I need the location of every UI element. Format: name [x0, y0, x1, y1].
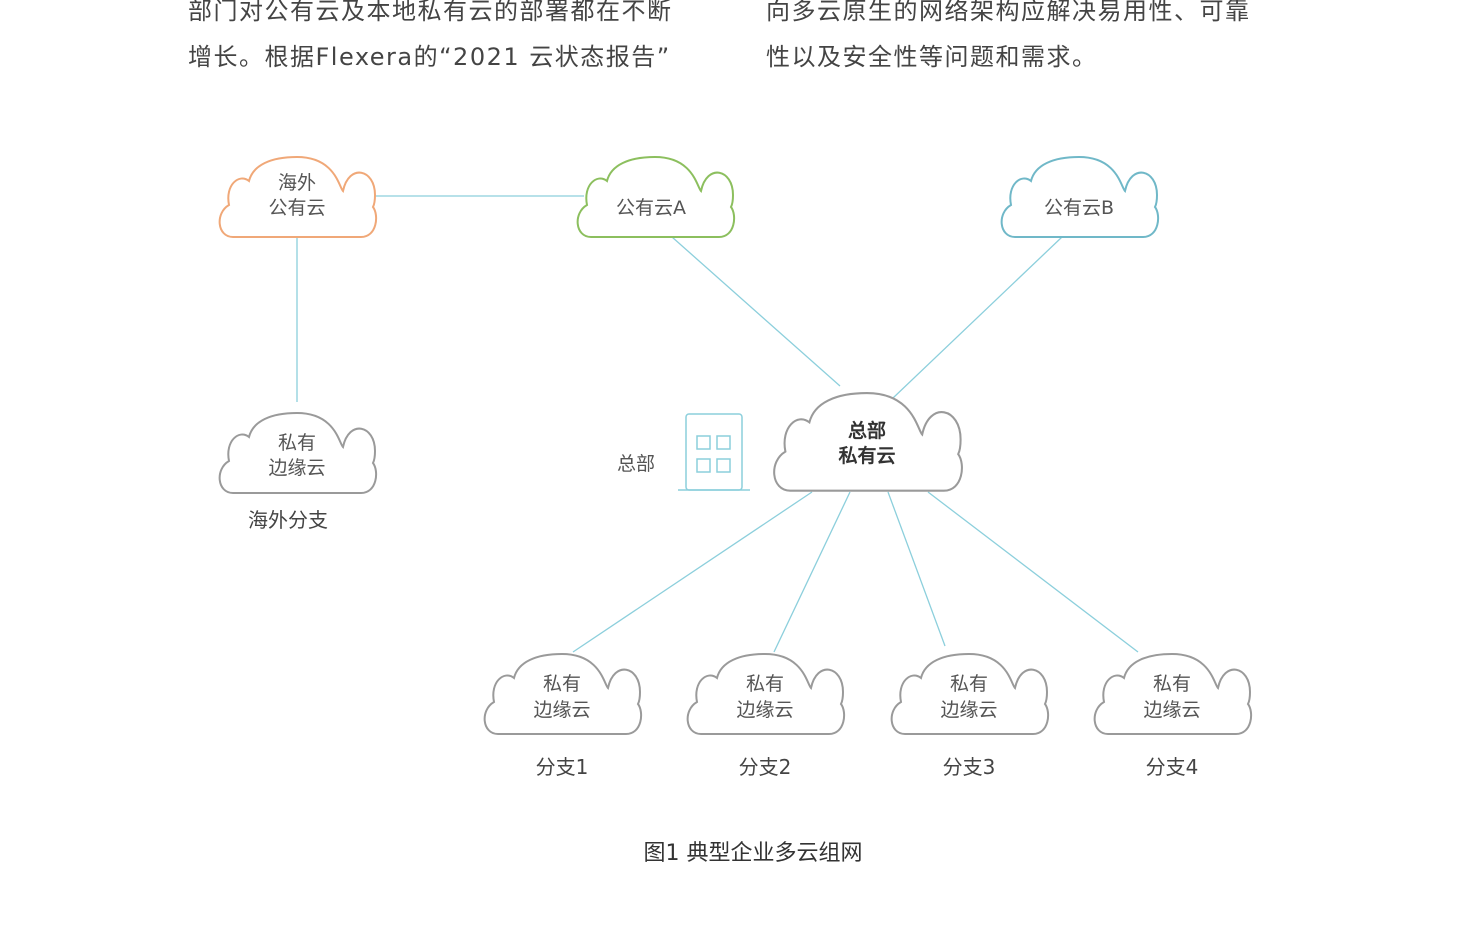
branch-caption: 分支1	[536, 755, 589, 779]
branch-caption: 分支3	[943, 755, 996, 779]
cloud-label-line2: 边缘云	[268, 457, 325, 479]
cloud-caption: 海外分支	[248, 508, 328, 532]
cloud-label-line1: 总部	[848, 419, 886, 442]
cloud-label-line2: 边缘云	[1143, 699, 1200, 721]
cloud-label-line2: 边缘云	[533, 699, 590, 721]
cloud-label-line1: 海外	[278, 172, 316, 194]
public-cloud-b: 公有云B	[1000, 156, 1160, 238]
cloud-label-line2: 私有云	[838, 444, 895, 467]
overseas-public-cloud: 海外 公有云	[218, 156, 378, 238]
hq-building: 总部	[617, 413, 750, 491]
branch-caption: 分支2	[739, 755, 792, 779]
paragraph-right: 向多云原生的网络架构应解决易用性、可靠 性以及安全性等问题和需求。	[766, 0, 1251, 71]
cloud-label-line2: 公有云	[268, 197, 325, 219]
link-hq-branch3	[887, 491, 946, 647]
cloud-label: 公有云B	[1044, 197, 1114, 219]
overseas-edge-cloud: 私有 边缘云 海外分支	[218, 412, 378, 532]
cloud-label-line1: 私有	[1153, 673, 1191, 695]
public-cloud-a: 公有云A	[576, 156, 736, 238]
hq-private-cloud: 总部 私有云	[773, 392, 963, 492]
link-public-b-hq	[892, 236, 1063, 399]
paragraph-left: 部门对公有云及本地私有云的部署都在不断 增长。根据Flexera的“2021 云…	[188, 0, 673, 71]
cloud-label-line1: 私有	[543, 673, 581, 695]
links	[296, 195, 1139, 653]
figure-caption: 图1 典型企业多云组网	[644, 841, 863, 866]
building-label: 总部	[617, 453, 655, 475]
cloud-label: 公有云A	[616, 197, 686, 219]
cloud-label-line2: 边缘云	[736, 699, 793, 721]
branch-4: 私有 边缘云 分支4	[1093, 653, 1253, 779]
cloud-label-line1: 私有	[278, 432, 316, 454]
cloud-label-line1: 私有	[746, 673, 784, 695]
branch-1: 私有 边缘云 分支1	[483, 653, 643, 779]
link-hq-branch1	[572, 491, 813, 653]
branch-3: 私有 边缘云 分支3	[890, 653, 1050, 779]
link-hq-branch4	[927, 491, 1139, 653]
cloud-label-line1: 私有	[950, 673, 988, 695]
link-hq-branch2	[773, 491, 851, 653]
cloud-label-line2: 边缘云	[940, 699, 997, 721]
branch-2: 私有 边缘云 分支2	[686, 653, 846, 779]
building-icon	[678, 413, 750, 491]
branch-caption: 分支4	[1146, 755, 1199, 779]
link-public-a-hq	[671, 236, 841, 387]
